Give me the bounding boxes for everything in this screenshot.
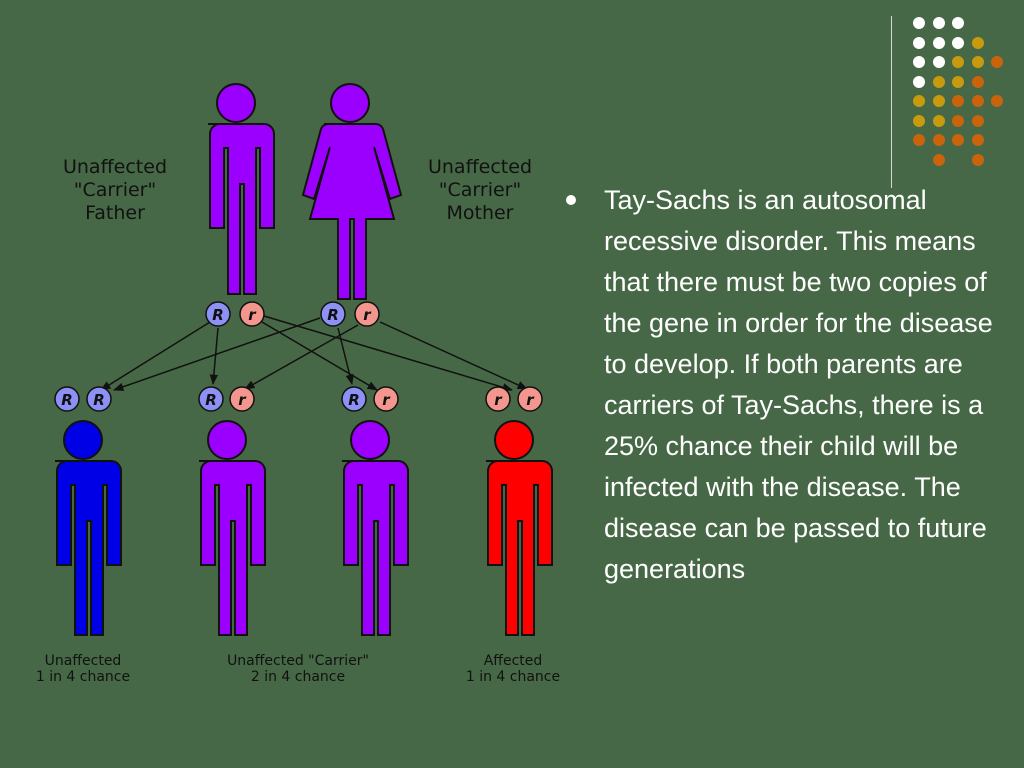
- decorative-dot: [971, 75, 984, 88]
- child1-alleles: R R: [54, 386, 112, 412]
- child1-allele-a: R: [61, 391, 73, 409]
- outcome-unaffected-line-2: 1 in 4 chance: [35, 669, 131, 685]
- child-unaffected-figure: [55, 420, 122, 636]
- child4-alleles: r r: [485, 386, 543, 412]
- inheritance-arrows: [100, 315, 528, 392]
- father-body: [208, 123, 275, 295]
- decorative-dot: [913, 36, 925, 49]
- arrow-mother-r-to-child2: [244, 324, 359, 390]
- decorative-dot: [932, 95, 945, 107]
- child3-allele-b: r: [382, 391, 391, 409]
- decorative-dot: [952, 95, 964, 107]
- outcome-affected-line-2: 1 in 4 chance: [465, 669, 561, 685]
- decorative-dot: [952, 114, 964, 127]
- decorative-dot: [913, 75, 925, 88]
- outcome-affected-line-1: Affected: [483, 653, 543, 669]
- decorative-dot: [971, 114, 984, 127]
- outcome-carrier: Unaffected "Carrier" 2 in 4 chance: [198, 653, 398, 685]
- mother-body: [301, 123, 403, 300]
- arrow-father-r-to-child3: [261, 321, 378, 391]
- decorative-dot: [971, 56, 984, 68]
- child-carrier-figure-1: [199, 420, 266, 636]
- decorative-dot: [932, 134, 945, 146]
- mother-label-line-2: "Carrier": [438, 179, 522, 201]
- child2-allele-b: r: [238, 391, 247, 409]
- decorative-dot: [952, 75, 964, 88]
- father-figure: [208, 83, 275, 295]
- arrow-father-R-to-child2: [209, 327, 219, 386]
- mother-label-line-1: Unaffected: [427, 156, 533, 178]
- father-label-line-3: Father: [85, 202, 145, 224]
- decorative-dot: [971, 134, 984, 146]
- outcome-unaffected-line-1: Unaffected: [44, 653, 122, 669]
- decorative-dot: [971, 153, 984, 166]
- decorative-dot: [913, 134, 925, 146]
- child4-allele-b: r: [526, 391, 535, 409]
- decorative-dot: [913, 17, 925, 29]
- arrow-mother-R-to-child3: [337, 327, 354, 386]
- outcome-unaffected: Unaffected 1 in 4 chance: [8, 653, 158, 685]
- decorative-dot: [932, 75, 945, 88]
- mother-allele-r: r: [363, 306, 372, 324]
- outcome-carrier-line-1: Unaffected "Carrier": [227, 653, 369, 669]
- decorative-dot: [991, 95, 1003, 107]
- arrow-father-R-to-child1: [100, 321, 211, 391]
- decorative-dot: [991, 56, 1003, 68]
- bullet-dot-icon: [566, 195, 576, 205]
- arrow-mother-R-to-child1: [113, 317, 321, 391]
- decorative-dot: [952, 17, 964, 29]
- decorative-dot: [952, 134, 964, 146]
- decorative-dot: [952, 56, 964, 68]
- mother-label-line-3: Mother: [446, 202, 514, 224]
- father-allele-r: r: [248, 306, 257, 324]
- decorative-dot: [932, 17, 945, 29]
- father-label-line-1: Unaffected: [62, 156, 168, 178]
- decorative-dot: [971, 95, 984, 107]
- arrow-father-r-to-child4: [263, 315, 514, 392]
- mother-label: Unaffected "Carrier" Mother: [405, 156, 555, 225]
- bullet-text: Tay-Sachs is an autosomal recessive diso…: [604, 185, 993, 584]
- decorative-dot: [971, 36, 984, 49]
- mother-alleles: R r: [320, 301, 380, 327]
- decorative-dot: [913, 95, 925, 107]
- mother-allele-R: R: [327, 306, 339, 324]
- decorative-dot: [932, 56, 945, 68]
- child2-allele-a: R: [205, 391, 217, 409]
- outcome-affected: Affected 1 in 4 chance: [438, 653, 588, 685]
- decorative-dot: [952, 36, 964, 49]
- child3-alleles: R r: [341, 386, 399, 412]
- father-allele-R: R: [212, 306, 224, 324]
- mother-figure: [301, 83, 403, 300]
- decorative-dot: [913, 56, 925, 68]
- child-affected-figure: [486, 420, 553, 636]
- arrow-mother-r-to-child4: [379, 321, 528, 390]
- decorative-dot: [932, 114, 945, 127]
- decorative-dot: [913, 114, 925, 127]
- decorative-dot: [932, 153, 945, 166]
- child3-allele-a: R: [348, 391, 360, 409]
- outcome-carrier-line-2: 2 in 4 chance: [250, 669, 346, 685]
- child2-alleles: R r: [198, 386, 255, 412]
- child1-allele-b: R: [93, 391, 105, 409]
- father-label: Unaffected "Carrier" Father: [40, 156, 190, 225]
- child4-allele-a: r: [494, 391, 503, 409]
- father-alleles: R r: [205, 301, 265, 327]
- child-carrier-figure-2: [342, 420, 409, 636]
- divider-line: [891, 16, 892, 188]
- father-label-line-2: "Carrier": [73, 179, 157, 201]
- decorative-dot: [932, 36, 945, 49]
